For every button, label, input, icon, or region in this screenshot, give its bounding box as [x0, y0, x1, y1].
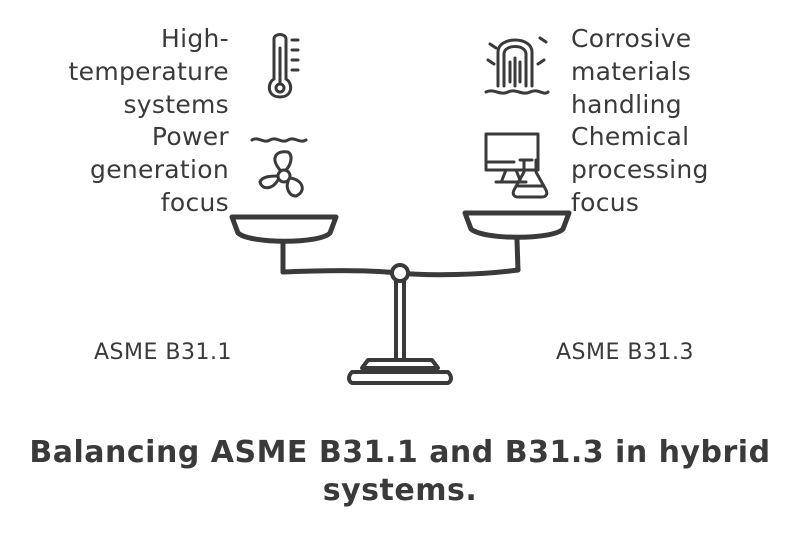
title-line-2: systems. [322, 473, 478, 508]
right-bottom-line-2: processing [571, 155, 709, 184]
left-top-label: High- temperature systems [69, 22, 229, 121]
scale-pivot [390, 263, 410, 283]
turbine-icon [250, 137, 308, 198]
left-top-line-1: High- [161, 24, 229, 53]
left-standard-label: ASME B31.1 [94, 340, 232, 365]
right-top-label: Corrosive materials handling [571, 22, 691, 121]
right-pan [462, 210, 572, 240]
title-line-1: Balancing ASME B31.1 and B31.3 in hybrid [29, 435, 771, 470]
left-top-line-2: temperature [68, 57, 229, 86]
corrosion-icon [484, 36, 550, 95]
left-bottom-label: Power generation focus [90, 120, 229, 219]
lab-computer-icon [484, 132, 549, 199]
right-top-line-2: materials [571, 57, 692, 86]
left-bottom-line-3: focus [160, 188, 229, 217]
right-bottom-line-3: focus [571, 188, 640, 217]
balance-scale [229, 210, 572, 385]
left-top-line-3: systems [123, 90, 229, 119]
scale-post [394, 279, 406, 362]
right-top-line-3: handling [571, 90, 682, 119]
left-bottom-line-1: Power [151, 122, 229, 151]
thermometer-icon [267, 33, 300, 99]
right-pan-hanger [514, 237, 521, 273]
right-top-line-1: Corrosive [571, 24, 692, 53]
scale-base [360, 358, 440, 370]
right-bottom-label: Chemical processing focus [571, 120, 709, 219]
right-bottom-line-1: Chemical [571, 122, 690, 151]
diagram-title: Balancing ASME B31.1 and B31.3 in hybrid… [0, 434, 800, 510]
left-pan [229, 214, 339, 244]
left-bottom-line-2: generation [90, 155, 229, 184]
scale-foot [347, 370, 453, 385]
right-standard-label: ASME B31.3 [556, 340, 694, 365]
